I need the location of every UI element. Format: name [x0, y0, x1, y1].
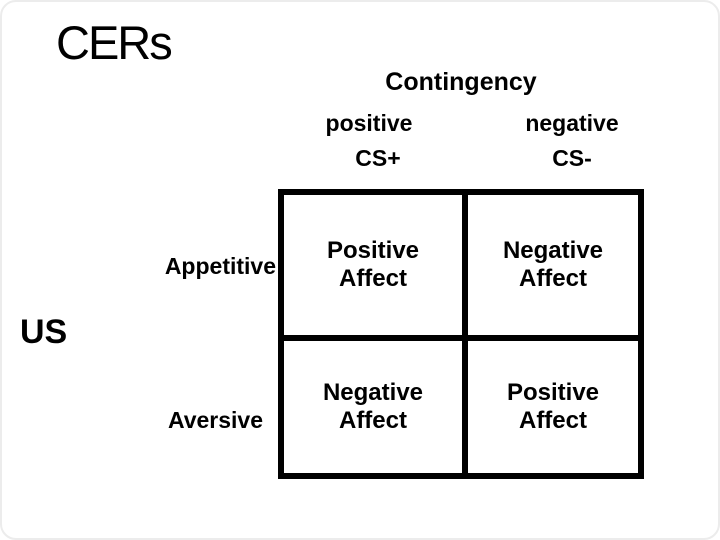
column-axis-title: Contingency [385, 68, 537, 96]
cell-appetitive-positive-text: Positive Affect [326, 237, 420, 292]
cell-aversive-negative: Positive Affect [468, 341, 638, 473]
cell-aversive-positive: Negative Affect [284, 341, 462, 473]
cell-aversive-negative-text: Positive Affect [506, 379, 600, 434]
column-label-positive: positive [325, 110, 413, 136]
column-label-negative: negative [525, 110, 619, 136]
row-label-aversive: Aversive [167, 407, 263, 433]
cell-aversive-positive-text: Negative Affect [322, 379, 424, 434]
column-sublabel-cs-minus: CS- [552, 145, 592, 171]
cell-appetitive-negative: Negative Affect [468, 195, 638, 335]
cell-appetitive-positive: Positive Affect [284, 195, 462, 335]
column-sublabel-cs-plus: CS+ [355, 145, 401, 171]
cell-appetitive-negative-text: Negative Affect [502, 237, 604, 292]
row-label-appetitive: Appetitive [164, 253, 276, 279]
slide-title: CERs [56, 16, 173, 69]
contingency-matrix: Positive Affect Negative Affect Negative… [278, 189, 644, 479]
row-axis-title: US [20, 313, 68, 351]
